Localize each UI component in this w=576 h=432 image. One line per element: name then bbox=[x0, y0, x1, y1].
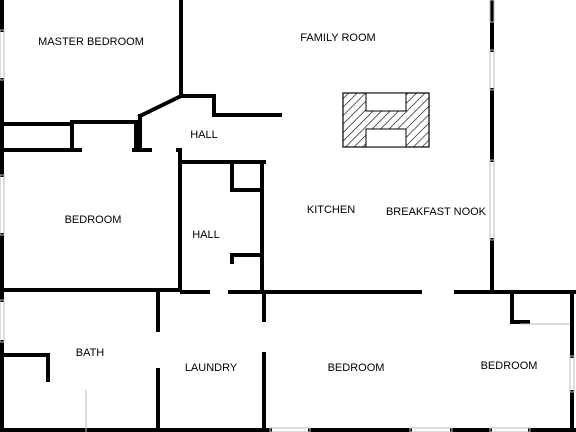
label-hall-center: HALL bbox=[192, 229, 220, 241]
label-breakfast-nook: BREAKFAST NOOK bbox=[386, 206, 487, 218]
label-kitchen: KITCHEN bbox=[307, 204, 355, 216]
room-labels: MASTER BEDROOM FAMILY ROOM HALL BEDROOM … bbox=[38, 32, 537, 374]
window-nook-east bbox=[489, 159, 495, 241]
wall-hall-angle bbox=[137, 93, 184, 119]
label-bedroom-south: BEDROOM bbox=[328, 362, 385, 374]
window-bedroom-east bbox=[569, 355, 575, 393]
window-master-west bbox=[0, 29, 5, 81]
window-south-2 bbox=[409, 427, 453, 432]
window-family-east-1 bbox=[489, 0, 495, 23]
label-master-bedroom: MASTER BEDROOM bbox=[38, 36, 144, 48]
label-family-room: FAMILY ROOM bbox=[300, 32, 375, 44]
window-south-3 bbox=[489, 427, 531, 432]
window-family-east-2 bbox=[489, 49, 495, 91]
label-bath: BATH bbox=[76, 347, 105, 359]
window-bath-west bbox=[0, 299, 5, 343]
window-south-1 bbox=[269, 427, 311, 432]
label-bedroom-east: BEDROOM bbox=[481, 360, 538, 372]
label-laundry: LAUNDRY bbox=[185, 362, 238, 374]
fireplace-firebox-bottom bbox=[365, 128, 407, 148]
label-bedroom-west: BEDROOM bbox=[65, 214, 122, 226]
label-hall-upper: HALL bbox=[190, 129, 218, 141]
window-bedroom-west bbox=[0, 174, 5, 236]
fireplace-firebox-top bbox=[365, 92, 407, 112]
fireplace-icon bbox=[342, 92, 430, 148]
